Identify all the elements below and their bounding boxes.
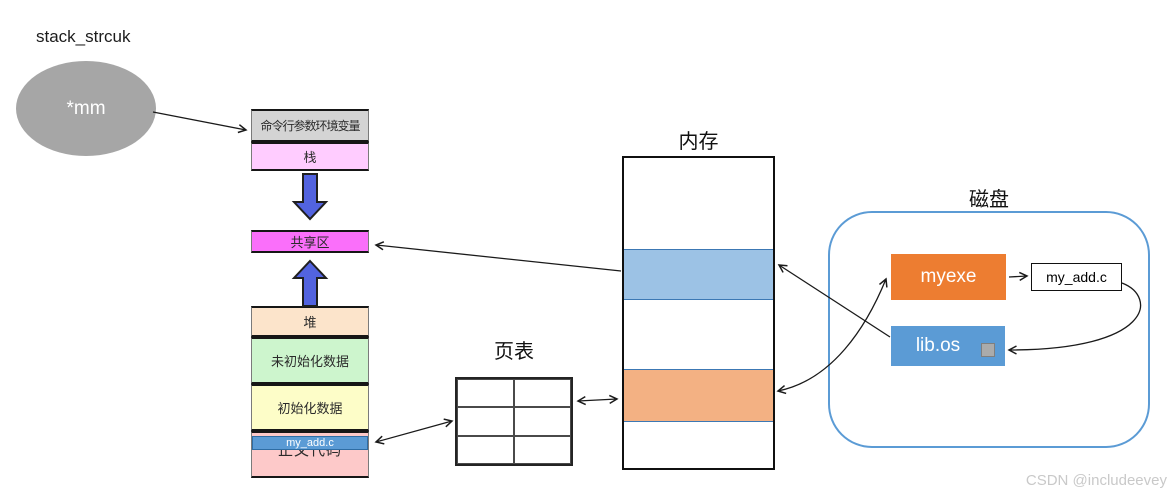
page-table-cell	[457, 435, 514, 464]
segment-heap: 堆	[251, 306, 369, 337]
page-table	[455, 377, 573, 466]
mm-struct-ellipse: *mm	[16, 61, 156, 156]
my-add-c-mapped-strip: my_add.c	[252, 436, 368, 450]
arrow-memblue-to-shared	[374, 241, 622, 272]
memory-code-frame	[624, 369, 773, 422]
page-table-title: 页表	[494, 341, 534, 363]
arrow-mm-to-cmdline	[152, 111, 248, 134]
page-table-cell	[514, 379, 571, 408]
page-table-cell	[457, 407, 514, 436]
arrow-myaddstrip-pagetable	[374, 418, 454, 445]
page-table-cell	[514, 435, 571, 464]
watermark: CSDN @includeevey	[1025, 472, 1167, 489]
disk-title: 磁盘	[969, 189, 1009, 211]
struct-title: stack_strcuk	[36, 27, 131, 46]
segment-initialized-data: 初始化数据	[251, 384, 369, 431]
memory-shared-lib-frame	[624, 249, 773, 300]
page-table-cell	[457, 379, 514, 408]
my-add-c-source-file: my_add.c	[1031, 263, 1122, 291]
segment-uninitialized-data: 未初始化数据	[251, 337, 369, 384]
segment-cmdline-env: 命令行参数环境变量	[251, 109, 369, 142]
segment-stack: 栈	[251, 142, 369, 171]
segment-shared-area: 共享区	[251, 230, 369, 253]
memory-title: 内存	[678, 131, 719, 153]
mm-pointer-label: *mm	[66, 97, 106, 119]
page-table-cell	[514, 407, 571, 436]
myexe-file: myexe	[891, 254, 1006, 300]
lib-os-section-marker	[981, 343, 995, 357]
heap-grow-up-arrow	[291, 259, 329, 307]
physical-memory	[622, 156, 775, 470]
stack-grow-down-arrow	[291, 173, 329, 221]
arrow-pagetable-memorange	[576, 394, 619, 406]
